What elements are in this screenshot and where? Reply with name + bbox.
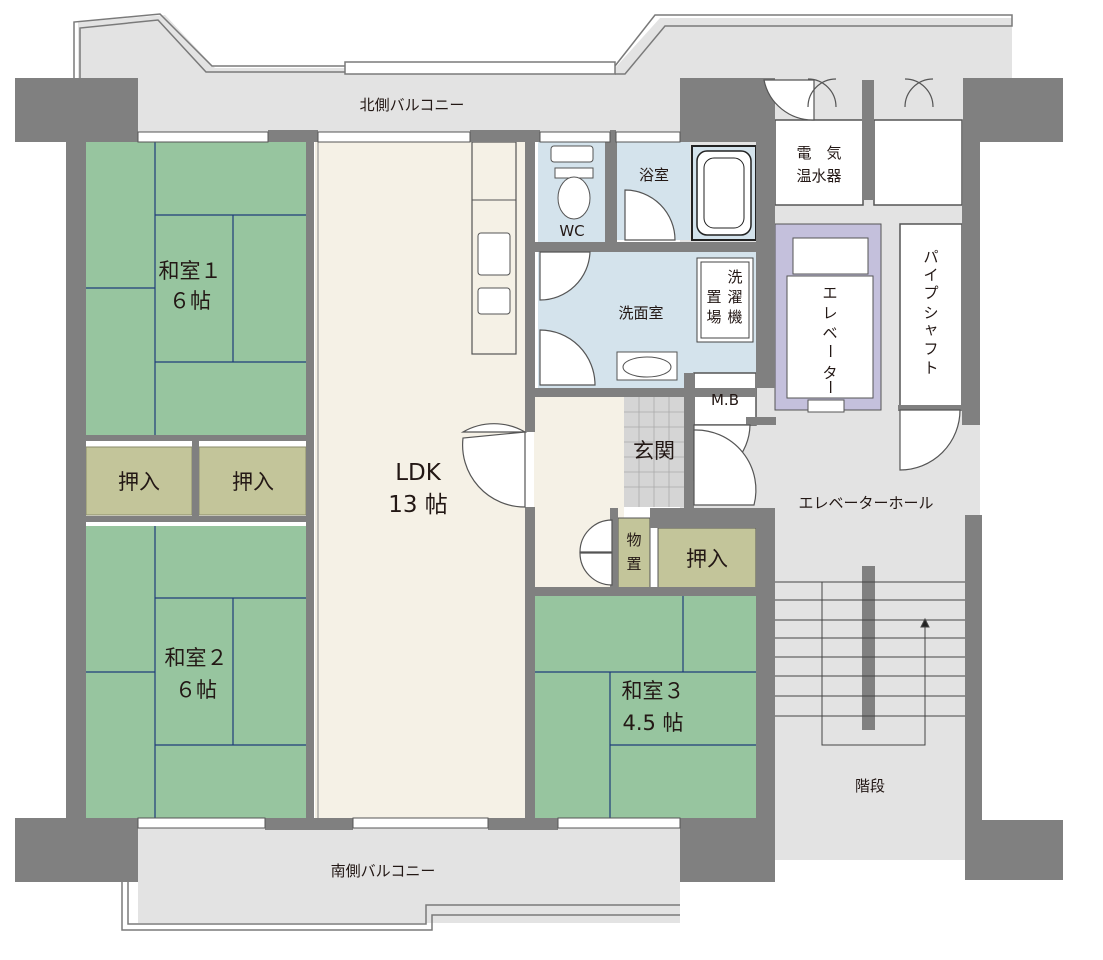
elevator-box — [774, 223, 882, 413]
pipe-shaft-box — [899, 223, 963, 409]
water-heater-box — [774, 119, 864, 206]
oshiire-small-label: 押入 — [686, 547, 728, 571]
monooki-char-1: 物 — [626, 531, 641, 549]
ldk-size: 13 帖 — [388, 492, 448, 518]
monooki-char-2: 置 — [626, 555, 641, 573]
washitsu-1 — [86, 142, 306, 435]
pipe-shaft-char-3: プ — [923, 284, 938, 302]
balcony-railings — [73, 13, 1013, 931]
wc-label: WC — [559, 222, 584, 240]
washer-char-2: 濯 — [727, 288, 742, 306]
genkan-tiles — [624, 397, 684, 507]
washitsu3-size: 4.5 帖 — [622, 711, 683, 735]
elevator-char-1: エ — [822, 284, 837, 302]
pipe-shaft-char-4: シ — [923, 304, 938, 322]
labels: 北側バルコニー 南側バルコニー 和室１ ６帖 押入 押入 和室２ ６帖 LDK … — [118, 96, 939, 880]
washer-char-5: 場 — [706, 308, 721, 326]
washitsu2-name: 和室２ — [165, 646, 228, 670]
washer-char-4: 置 — [706, 288, 721, 306]
washitsu-2 — [86, 526, 306, 818]
wc-room — [538, 142, 605, 242]
south-balcony-label: 南側バルコニー — [331, 862, 436, 880]
oshiire-left-label: 押入 — [118, 470, 160, 494]
monooki-box — [617, 517, 651, 589]
water-heater-line1: 電 気 — [796, 144, 841, 162]
mb-label: M.B — [711, 391, 739, 409]
washroom-label: 洗面室 — [618, 304, 663, 322]
oshiire-left — [85, 446, 193, 516]
oshiire-right-label: 押入 — [232, 470, 274, 494]
mb-box — [693, 372, 757, 426]
pipe-shaft-char-7: ト — [923, 359, 938, 377]
pipe-shaft-char-2: イ — [923, 266, 938, 284]
entrance-label: 玄関 — [633, 439, 675, 463]
pipe-shaft-char-6: フ — [923, 340, 938, 358]
washer-char-3: 機 — [727, 308, 742, 326]
meter-box — [873, 119, 963, 206]
bathroom-label: 浴室 — [639, 166, 669, 184]
washitsu-3 — [534, 596, 756, 818]
water-heater-line2: 温水器 — [796, 167, 841, 185]
stairs — [775, 581, 965, 746]
kitchen-counter — [471, 141, 517, 355]
washitsu1-size: ６帖 — [169, 289, 211, 313]
elevator-hall-label: エレベーターホール — [798, 494, 933, 512]
stairs-label: 階段 — [855, 777, 885, 795]
elevator-char-6: ー — [821, 379, 839, 394]
north-balcony-label: 北側バルコニー — [360, 96, 465, 114]
oshiire-small — [657, 527, 757, 589]
elevator-char-3: ベ — [822, 324, 837, 342]
windows — [137, 131, 681, 829]
door-swings — [460, 78, 961, 586]
washer-char-1: 洗 — [727, 268, 742, 286]
south-balcony-floor — [138, 828, 680, 923]
washitsu3-name: 和室３ — [622, 679, 685, 703]
walls — [15, 78, 1063, 882]
elevator-char-5: タ — [822, 364, 837, 382]
oshiire-right — [198, 446, 307, 516]
pipe-shaft-char-1: パ — [923, 248, 938, 266]
washitsu2-size: ６帖 — [175, 678, 217, 702]
pipe-shaft-char-5: ャ — [923, 320, 938, 338]
rooms — [85, 119, 963, 818]
washitsu1-name: 和室１ — [159, 259, 222, 283]
ldk-name: LDK — [395, 460, 442, 486]
elevator-char-2: レ — [822, 304, 837, 322]
elevator-char-4: ー — [821, 343, 839, 358]
